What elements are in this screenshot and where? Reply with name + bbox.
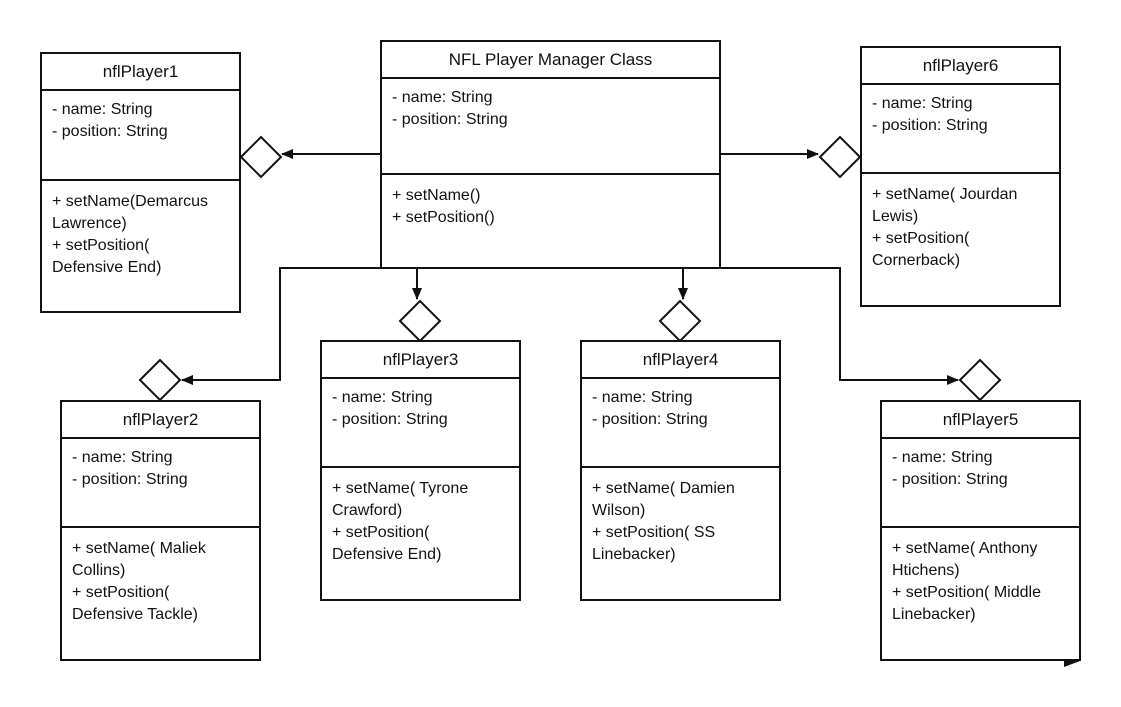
player4-attribute: - position: String xyxy=(592,411,708,428)
player6-attributes: - name: String - position: String xyxy=(862,85,1059,174)
player5-methods: + setName( Anthony Htichens) + setPositi… xyxy=(882,528,1079,636)
player6-attribute: - name: String xyxy=(872,95,973,112)
player4-class-title: nflPlayer4 xyxy=(582,342,779,379)
aggregation-diamond-player6 xyxy=(818,135,862,179)
connector-player5 xyxy=(720,267,959,385)
player3-method: Defensive End) xyxy=(332,546,442,563)
manager-class-title: NFL Player Manager Class xyxy=(382,42,719,79)
player1-method: + setName(Demarcus xyxy=(52,193,209,210)
player6-class-box[interactable]: nflPlayer6 - name: String - position: St… xyxy=(860,46,1061,307)
player3-attribute: - position: String xyxy=(332,411,448,428)
player6-method: Cornerback) xyxy=(872,252,961,269)
manager-attribute: - position: String xyxy=(392,111,508,128)
aggregation-diamond-player4 xyxy=(658,299,702,343)
player2-methods: + setName( Maliek Collins) + setPosition… xyxy=(62,528,259,636)
player2-method: Defensive Tackle) xyxy=(72,606,198,623)
aggregation-diamond-player1 xyxy=(239,135,283,179)
player2-attributes: - name: String - position: String xyxy=(62,439,259,528)
manager-method: + setPosition() xyxy=(392,209,495,226)
player4-method: + setName( Damien xyxy=(592,480,735,497)
player5-method: + setName( Anthony xyxy=(892,540,1038,557)
player6-attribute: - position: String xyxy=(872,117,988,134)
player3-attribute: - name: String xyxy=(332,389,433,406)
aggregation-diamond-player2 xyxy=(138,358,182,402)
player6-class-title: nflPlayer6 xyxy=(862,48,1059,85)
player5-attribute: - name: String xyxy=(892,449,993,466)
player3-class-box[interactable]: nflPlayer3 - name: String - position: St… xyxy=(320,340,521,601)
player5-method: Htichens) xyxy=(892,562,960,579)
player4-methods: + setName( Damien Wilson) + setPosition(… xyxy=(582,468,779,576)
player5-method: + setPosition( Middle xyxy=(892,584,1041,601)
player1-attributes: - name: String - position: String xyxy=(42,91,239,181)
player5-method: Linebacker) xyxy=(892,606,976,623)
connector-player2 xyxy=(181,267,380,385)
player3-method: Crawford) xyxy=(332,502,403,519)
player2-class-title: nflPlayer2 xyxy=(62,402,259,439)
aggregation-diamond-player3 xyxy=(398,299,442,343)
player2-attribute: - name: String xyxy=(72,449,173,466)
manager-attributes: - name: String - position: String xyxy=(382,79,719,175)
player1-method: Defensive End) xyxy=(52,259,162,276)
player1-methods: + setName(Demarcus Lawrence) + setPositi… xyxy=(42,181,239,289)
player6-method: Lewis) xyxy=(872,208,919,225)
player1-attribute: - name: String xyxy=(52,101,153,118)
player2-method: + setPosition( xyxy=(72,584,170,601)
player4-class-box[interactable]: nflPlayer4 - name: String - position: St… xyxy=(580,340,781,601)
player6-methods: + setName( Jourdan Lewis) + setPosition(… xyxy=(862,174,1059,282)
player4-method: + setPosition( SS xyxy=(592,524,716,541)
player3-class-title: nflPlayer3 xyxy=(322,342,519,379)
player1-method: + setPosition( xyxy=(52,237,150,254)
player2-method: Collins) xyxy=(72,562,126,579)
player1-class-title: nflPlayer1 xyxy=(42,54,239,91)
player3-method: + setName( Tyrone xyxy=(332,480,469,497)
manager-method: + setName() xyxy=(392,187,481,204)
player3-attributes: - name: String - position: String xyxy=(322,379,519,468)
player4-attribute: - name: String xyxy=(592,389,693,406)
player6-method: + setPosition( xyxy=(872,230,970,247)
manager-class-box[interactable]: NFL Player Manager Class - name: String … xyxy=(380,40,721,269)
player1-method: Lawrence) xyxy=(52,215,127,232)
player3-method: + setPosition( xyxy=(332,524,430,541)
player5-class-box[interactable]: nflPlayer5 - name: String - position: St… xyxy=(880,400,1081,661)
player1-class-box[interactable]: nflPlayer1 - name: String - position: St… xyxy=(40,52,241,313)
player5-attribute: - position: String xyxy=(892,471,1008,488)
player4-attributes: - name: String - position: String xyxy=(582,379,779,468)
player5-attributes: - name: String - position: String xyxy=(882,439,1079,528)
aggregation-diamond-player5 xyxy=(958,358,1002,402)
player2-attribute: - position: String xyxy=(72,471,188,488)
player1-attribute: - position: String xyxy=(52,123,168,140)
manager-attribute: - name: String xyxy=(392,89,493,106)
player5-class-title: nflPlayer5 xyxy=(882,402,1079,439)
player2-method: + setName( Maliek xyxy=(72,540,206,557)
player4-method: Linebacker) xyxy=(592,546,676,563)
manager-methods: + setName() + setPosition() xyxy=(382,175,719,239)
player2-class-box[interactable]: nflPlayer2 - name: String - position: St… xyxy=(60,400,261,661)
player4-method: Wilson) xyxy=(592,502,646,519)
player6-method: + setName( Jourdan xyxy=(872,186,1018,203)
player3-methods: + setName( Tyrone Crawford) + setPositio… xyxy=(322,468,519,576)
